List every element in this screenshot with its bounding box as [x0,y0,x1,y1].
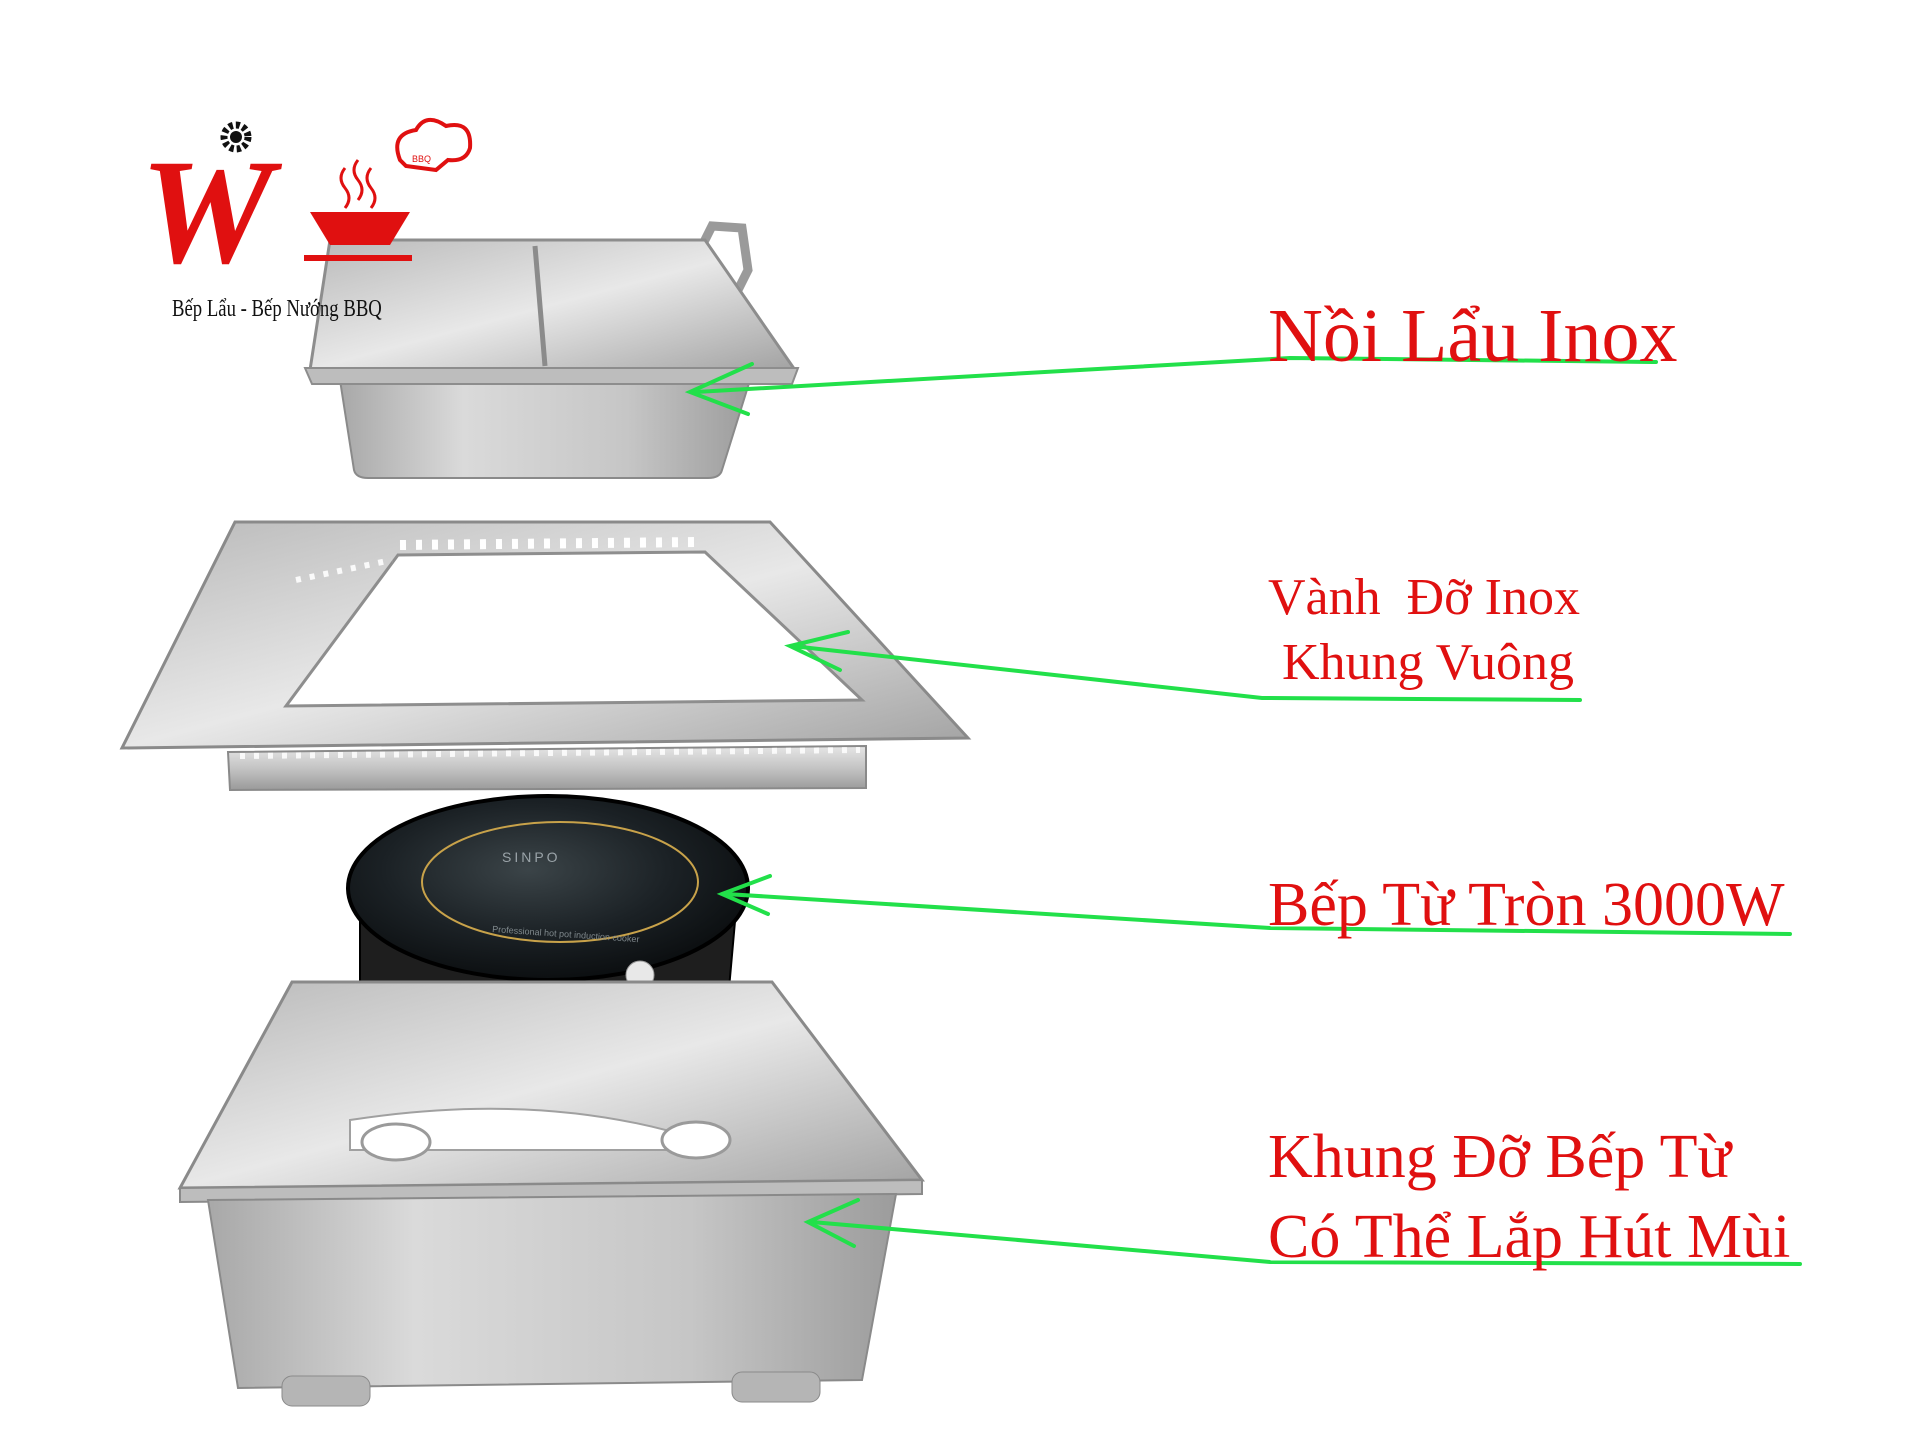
rim-vent-slots [295,537,701,583]
pointer-arrows [684,355,1802,1266]
stand-foot-right [731,1371,821,1403]
rim-illustration [119,520,972,792]
arrow-stand [803,1198,1802,1266]
arrow-hotpot [684,355,1658,416]
stove-heating-ring [421,821,699,943]
brand-logo: W BBQ [140,118,473,295]
chef-hat-icon: BBQ [395,118,473,173]
stove-brand-text: SINPO [502,849,561,865]
pot-icon [310,212,410,245]
hotpot-divider [532,245,548,367]
stand-duct-hole-left [360,1122,432,1162]
arrow-induction [716,874,1792,936]
label-hotpot: Nồi Lẩu Inox [1268,294,1678,378]
stove-glass-top [346,794,750,982]
stand-duct-hole-right [660,1120,732,1160]
label-stand-line1: Khung Đỡ Bếp Từ [1268,1123,1732,1191]
stand-foot-left [281,1375,371,1407]
label-stand-line2: Có Thể Lắp Hút Mùi [1268,1203,1791,1271]
stand-lip [179,1178,923,1204]
hotpot-illustration [303,221,800,479]
logo-underline [304,255,412,261]
label-rim-line1: Vành Đỡ Inox [1268,569,1580,626]
rim-skirt [226,744,867,792]
steam-icon [339,159,377,209]
stand-interior [177,980,925,1190]
logo-letter: W [140,129,283,295]
stand-front-panel [206,1192,898,1390]
logo-tagline: Bếp Lẩu - Bếp Nướng BBQ [172,296,382,322]
gear-icon [220,121,252,153]
label-induction: Bếp Từ Tròn 3000W [1268,871,1785,939]
hotpot-body [338,379,752,479]
hotpot-handle-right [695,221,753,293]
rim-opening [282,550,866,708]
label-rim-line2: Khung Vuông [1282,634,1575,691]
svg-text:BBQ: BBQ [412,154,431,164]
arrow-rim [784,630,1582,702]
hotpot-lip [303,367,800,385]
stand-illustration [177,980,925,1407]
